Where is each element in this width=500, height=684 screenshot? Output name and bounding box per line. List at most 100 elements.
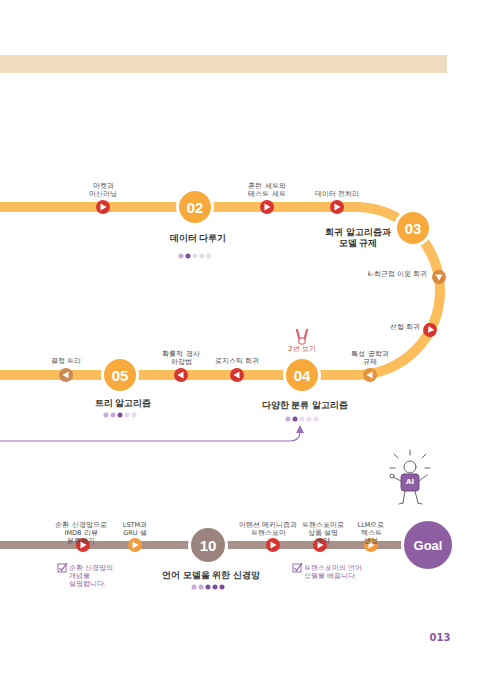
progress-dots-part (213, 585, 218, 590)
progress-dots-part (111, 413, 116, 418)
station-label: 특성 공학과 규제 (351, 350, 389, 366)
progress-dots-part (293, 417, 298, 422)
orange-marker-part (367, 372, 373, 379)
progress-dots (104, 413, 137, 418)
station-label: LSTM과 GRU 셀 (120, 521, 150, 537)
ai-figure-part (390, 468, 395, 469)
hand-icon-part (299, 338, 305, 344)
progress-dots-part (104, 413, 109, 418)
goal-circle: Goal (401, 518, 455, 572)
orange-marker (128, 538, 142, 552)
page-number: 013 (430, 632, 451, 645)
orange-marker-part (63, 372, 69, 379)
red-marker (96, 200, 110, 214)
chapter-number: 03 (405, 221, 422, 236)
chapter-title: 다양한 분류 알고리즘 (250, 400, 360, 411)
chapter-title: 트리 알고리즘 (73, 398, 173, 409)
ai-figure-part (403, 491, 405, 503)
progress-dots-part (300, 417, 305, 422)
check-icon-part (58, 564, 66, 572)
ai-figure-part (415, 491, 418, 503)
progress-dots-part (125, 413, 130, 418)
red-marker (420, 320, 439, 339)
orange-marker (363, 368, 377, 382)
red-marker (260, 200, 274, 214)
orange-marker (432, 270, 446, 284)
purple-arrowhead (296, 425, 304, 433)
chapter-circle: 02데이터 다루기 (176, 188, 214, 226)
progress-dots-part (199, 585, 204, 590)
check-icon-part (60, 563, 68, 571)
red-marker-part (101, 204, 107, 211)
chapter-title: 회귀 알고리즘과 모델 규제 (325, 227, 391, 249)
figure-shirt-text: AI (406, 478, 414, 487)
orange-marker-part (128, 538, 142, 552)
red-marker (230, 368, 244, 382)
orange-marker-part (436, 275, 443, 281)
station-label: 훈련 세트와 테스트 세트 (247, 182, 287, 198)
red-marker-part (420, 320, 439, 339)
check-icon-part (295, 563, 303, 571)
red-marker-part (96, 200, 110, 214)
red-marker-part (234, 372, 240, 379)
chapter-circle: 05트리 알고리즘 (101, 356, 139, 394)
orange-marker-part (363, 368, 377, 382)
chapter-number: 04 (294, 368, 311, 383)
ai-figure-part (393, 477, 401, 481)
station-label: 데이터 전처리 (315, 190, 359, 198)
ai-figure-part (410, 450, 411, 455)
progress-dots-part (132, 413, 137, 418)
station-label: 마켓과 머신러닝 (88, 182, 118, 198)
chapter-number: 10 (200, 538, 217, 553)
station-label: 트랜스포머로 상품 설명 요약 (301, 521, 345, 545)
chapter-number: 05 (112, 368, 129, 383)
check-icon (293, 563, 302, 572)
station-label: 결정 트리 (51, 357, 81, 365)
red-marker (266, 538, 280, 552)
red-marker-part (335, 204, 341, 211)
chapter-number: Goal (414, 539, 443, 552)
red-marker (330, 200, 344, 214)
progress-dots-part (118, 413, 123, 418)
red-marker-part (266, 538, 280, 552)
chapter-circle: 04다양한 분류 알고리즘 (283, 356, 321, 394)
chapter-title: 언어 모델을 위한 신경망 (155, 570, 267, 581)
check-icon (58, 563, 67, 572)
chapter-circle: 03회귀 알고리즘과 모델 규제 (394, 209, 432, 247)
station-label: LLM으로 텍스트 생성 (353, 521, 389, 545)
orange-marker-part (133, 542, 139, 549)
orange-track (0, 207, 440, 375)
check-icon-part (293, 564, 301, 572)
red-marker-part (174, 368, 188, 382)
station-label: k-최근접 이웃 회귀 (368, 270, 427, 278)
station-label: 어텐션 메커니즘과 트랜스포머 (237, 521, 299, 537)
ai-figure-part (390, 474, 394, 478)
chapter-circle: 10언어 모델을 위한 신경망 (188, 525, 228, 565)
orange-marker-part (432, 270, 446, 284)
progress-dots-part (186, 254, 191, 259)
red-marker-part (271, 542, 277, 549)
progress-dots-part (220, 585, 225, 590)
station-label: 확률적 경사 하강법 (162, 350, 200, 366)
ai-figure-part (394, 454, 398, 458)
goal-note: 트랜스포머의 언어 모델을 배웁니다. (304, 564, 368, 580)
red-marker-part (330, 200, 344, 214)
progress-dots-part (314, 417, 319, 422)
red-marker-part (260, 200, 274, 214)
progress-dots-part (193, 254, 198, 259)
goal-note: 순환 신경망의 개념을 설명합니다. (69, 564, 129, 588)
ai-figure-part (404, 461, 416, 473)
red-marker-part (230, 368, 244, 382)
station-label: 순환 신경망으로 IMDB 리뷰 분류하기 (50, 521, 112, 545)
progress-dots (192, 585, 225, 590)
ai-figure-part (401, 474, 419, 491)
ai-figure-part (425, 468, 430, 469)
bonus-note: 2번 보기 (288, 345, 316, 354)
progress-dots-part (207, 254, 212, 259)
station-label: 로지스틱 회귀 (215, 357, 259, 365)
progress-dots-part (192, 585, 197, 590)
orange-marker (59, 368, 73, 382)
red-marker-part (265, 204, 271, 211)
orange-marker-part (59, 368, 73, 382)
